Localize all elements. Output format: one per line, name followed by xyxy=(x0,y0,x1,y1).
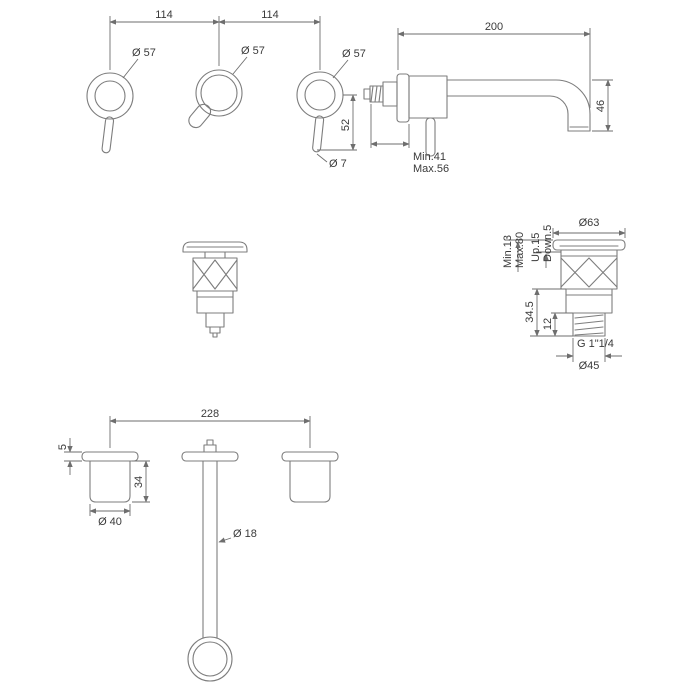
right-handle-rosette-plan xyxy=(281,451,339,462)
dim-plan-spacing: 228 xyxy=(201,408,219,420)
spout-outlet-front xyxy=(188,103,212,129)
spout-tube-plan xyxy=(202,460,218,639)
spout-profile xyxy=(446,79,591,132)
dia-lever-tip: Ø 7 xyxy=(329,158,347,170)
front-view: 114 114 Ø 57 Ø 57 Ø 57 52 Ø 7 xyxy=(86,9,366,170)
dim-spacing-right: 114 xyxy=(261,9,279,21)
dim-min: Min.13 xyxy=(502,235,514,268)
right-handle-rosette xyxy=(296,71,344,119)
waste-thread xyxy=(572,312,606,337)
dim-wall-max: Max.56 xyxy=(413,163,449,175)
dim-lever-length: 52 xyxy=(340,119,352,131)
dim-rosette-depth: 5 xyxy=(57,444,69,450)
spout-rosette xyxy=(195,69,243,117)
dia-right-handle: Ø 57 xyxy=(342,48,366,60)
dia-handle-plan: Ø 40 xyxy=(98,516,122,528)
dia-thread: Ø45 xyxy=(579,360,600,372)
dia-cap: Ø63 xyxy=(579,217,600,229)
dim-spacing-left: 114 xyxy=(155,9,173,21)
dim-handle-depth: 34 xyxy=(133,476,145,488)
dim-up: Up.15 xyxy=(530,233,542,262)
spout-rosette-plan xyxy=(181,451,239,462)
dia-spout-rosette: Ø 57 xyxy=(241,45,265,57)
right-handle-lever xyxy=(312,115,325,153)
waste-side-view: Ø63 Min.13 Max.80 Up.15 Down.5 34.5 12 G… xyxy=(502,217,626,372)
dim-thread-length: 12 xyxy=(542,318,554,330)
dim-spout-reach: 200 xyxy=(485,21,503,33)
waste-body-section xyxy=(565,288,613,314)
left-handle-body-plan xyxy=(89,460,131,503)
mixer-housing xyxy=(408,75,448,119)
spout-outlet-plan xyxy=(187,636,233,682)
waste-tail xyxy=(205,312,225,328)
dia-spout-tube: Ø 18 xyxy=(233,528,257,540)
dim-down: Down.5 xyxy=(542,225,554,262)
left-handle-lever xyxy=(101,116,115,154)
waste-cap xyxy=(182,241,248,253)
thread-size: G 1"1/4 xyxy=(577,338,614,350)
waste-clip-section xyxy=(560,255,618,290)
waste-front-view xyxy=(182,241,248,338)
left-handle-rosette-plan xyxy=(81,451,139,462)
dim-max: Max.80 xyxy=(514,232,526,268)
plan-view: 228 5 34 Ø 40 Ø 18 xyxy=(57,408,339,682)
right-handle-body-plan xyxy=(289,460,331,503)
waste-body xyxy=(196,290,234,314)
left-handle-rosette xyxy=(86,72,134,120)
waste-clip-section xyxy=(192,257,238,292)
dim-body-height: 34.5 xyxy=(524,301,536,322)
spout-cartridge-top xyxy=(203,444,217,453)
side-handle-lever xyxy=(425,117,436,157)
wall-flange xyxy=(396,73,410,123)
dia-left-handle: Ø 57 xyxy=(132,47,156,59)
waste-cap-section xyxy=(552,239,626,251)
side-view: 200 46 Min.41 Max.56 xyxy=(363,21,613,175)
dim-wall-min: Min.41 xyxy=(413,151,446,163)
dim-drop: 46 xyxy=(595,100,607,112)
inlet-body xyxy=(382,81,398,107)
